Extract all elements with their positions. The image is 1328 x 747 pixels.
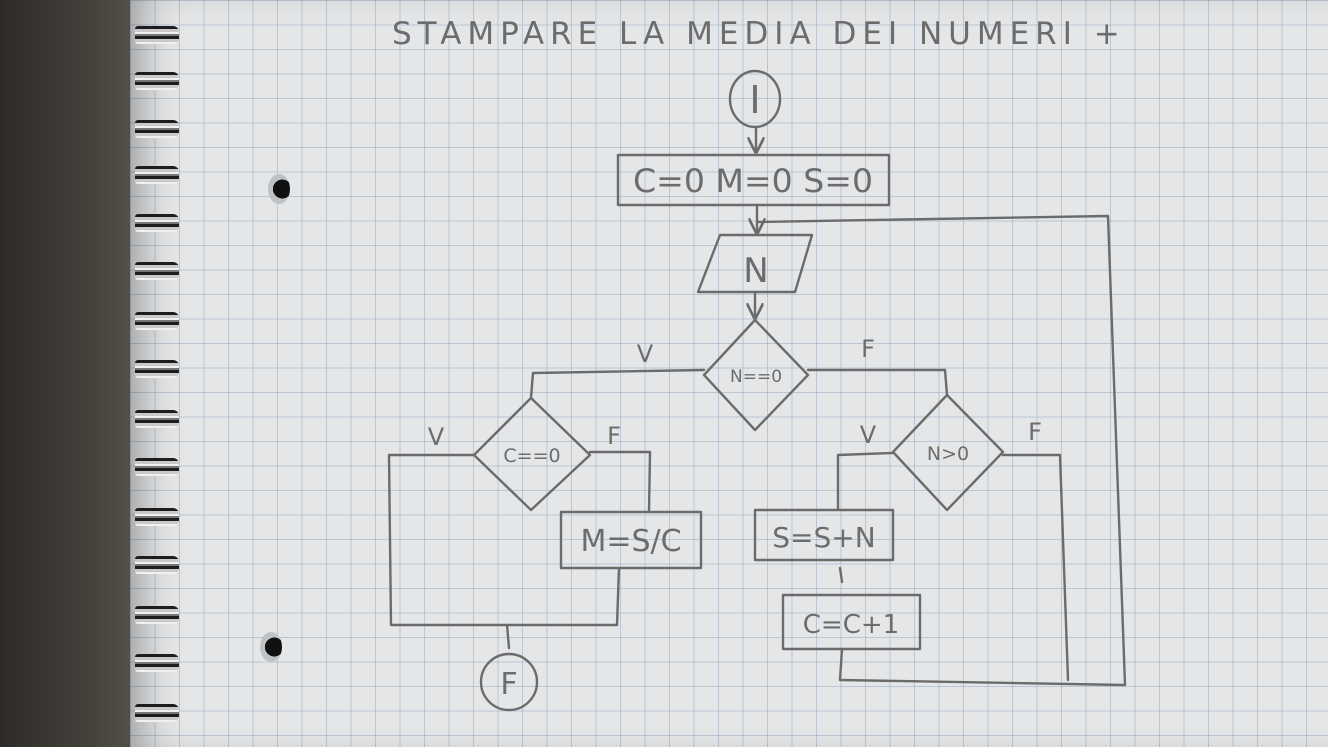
init-process-box: C=0 M=0 S=0 <box>616 153 891 207</box>
spiral-ring <box>135 166 179 184</box>
spiral-ring <box>135 26 179 44</box>
count-process-box: C=C+1 <box>781 593 922 651</box>
branch-label-count-true: V <box>428 423 445 451</box>
sum-label: S=S+N <box>772 521 875 554</box>
spiral-ring <box>135 508 179 526</box>
connector-zero-false <box>806 368 949 397</box>
count-label: C=C+1 <box>803 610 899 640</box>
sum-process-box: S=S+N <box>753 508 895 562</box>
end-terminal: F <box>479 652 539 712</box>
decision-n-equals-zero: N==0 <box>702 318 810 432</box>
punch-hole-bottom <box>260 632 282 662</box>
branch-label-positive-true: V <box>860 421 877 449</box>
spiral-ring <box>135 704 179 722</box>
connector-count-loop <box>838 647 844 682</box>
start-label: I <box>749 78 760 122</box>
connector-merge-end <box>505 623 511 650</box>
decision-c-equals-zero: C==0 <box>472 396 592 512</box>
spiral-ring <box>135 410 179 428</box>
connector-positive-false <box>1001 453 1070 682</box>
connector-zero-true <box>529 368 706 400</box>
decision-n-positive-label: N>0 <box>927 443 969 465</box>
connector-mean-merge <box>615 566 621 627</box>
spiral-ring <box>135 72 179 90</box>
decision-n-positive: N>0 <box>891 393 1005 512</box>
connector-count-false <box>588 450 652 514</box>
loop-return-connector <box>756 214 1127 687</box>
start-terminal: I <box>728 69 782 129</box>
spiral-ring <box>135 360 179 378</box>
connector-count-true <box>387 453 619 627</box>
spiral-ring <box>135 120 179 138</box>
spiral-ring <box>135 262 179 280</box>
spiral-ring <box>135 458 179 476</box>
input-label: N <box>743 251 768 291</box>
spiral-ring <box>135 214 179 232</box>
branch-label-positive-false: F <box>1028 418 1042 446</box>
end-label: F <box>500 667 517 702</box>
branch-label-zero-false: F <box>861 335 875 363</box>
branch-label-count-false: F <box>607 422 621 450</box>
decision-c-equals-zero-label: C==0 <box>503 445 560 467</box>
init-label: C=0 M=0 S=0 <box>633 162 873 200</box>
mean-label: M=S/C <box>580 524 681 559</box>
branch-label-zero-true: V <box>637 340 654 368</box>
notebook-binding <box>0 0 135 747</box>
spiral-ring <box>135 654 179 672</box>
notebook-page <box>130 0 1328 747</box>
flowchart-title: STAMPARE LA MEDIA DEI NUMERI + <box>392 16 1126 52</box>
punch-hole-top <box>268 174 290 204</box>
connector-sum-count <box>838 566 844 584</box>
spiral-ring <box>135 606 179 624</box>
input-parallelogram: N <box>696 233 814 294</box>
decision-n-equals-zero-label: N==0 <box>730 367 782 387</box>
spiral-ring <box>135 556 179 574</box>
connector-positive-true <box>836 451 895 512</box>
mean-process-box: M=S/C <box>559 510 703 570</box>
spiral-ring <box>135 312 179 330</box>
